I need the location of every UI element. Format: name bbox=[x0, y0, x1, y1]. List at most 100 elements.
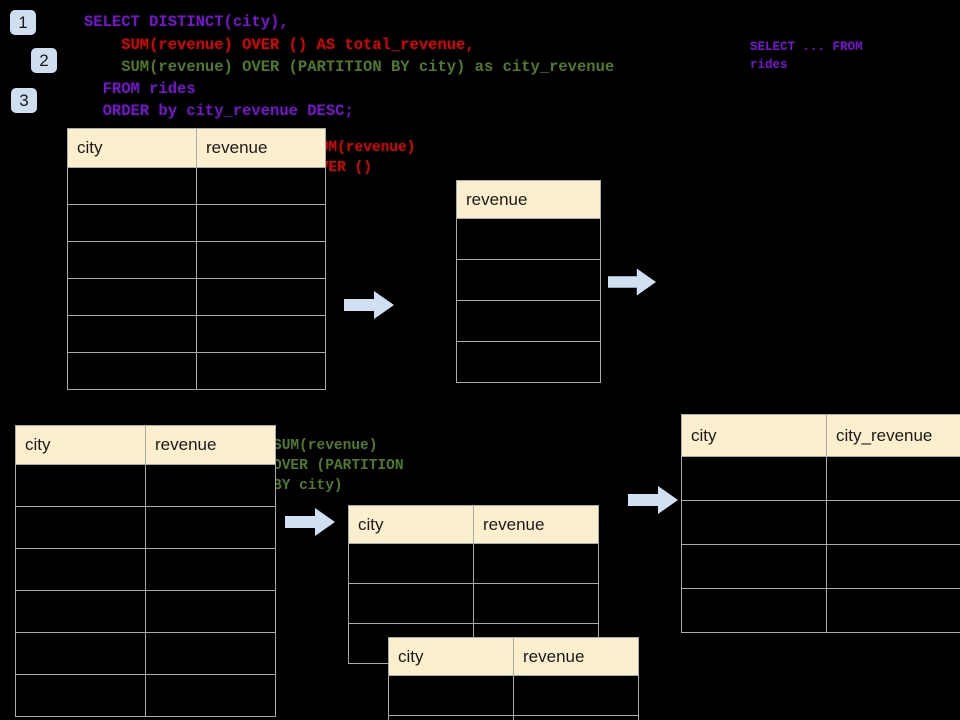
rides-source-table-partition: city revenue bbox=[15, 425, 276, 717]
cell-revenue bbox=[196, 241, 326, 279]
cell-city bbox=[67, 204, 197, 242]
cell-city bbox=[681, 500, 827, 545]
column-header-revenue: revenue bbox=[145, 425, 276, 465]
annotation-partition-by-city: SUM(revenue) OVER (PARTITION BY city) bbox=[273, 438, 404, 494]
cell-city bbox=[388, 675, 514, 716]
table-row bbox=[15, 464, 276, 507]
table-row bbox=[15, 590, 276, 633]
table-header-row: city revenue bbox=[67, 128, 326, 168]
cell-city bbox=[15, 590, 146, 633]
table-row bbox=[67, 204, 326, 242]
table-row bbox=[456, 259, 601, 301]
column-header-revenue: revenue bbox=[196, 128, 326, 168]
cell-city bbox=[67, 315, 197, 353]
cell-revenue bbox=[456, 300, 601, 342]
step-badge-1: 1 bbox=[10, 10, 36, 35]
rides-source-table: city revenue bbox=[67, 128, 326, 390]
arrow-source-to-partition bbox=[285, 508, 335, 536]
cell-city bbox=[348, 543, 474, 584]
table-header-row: city revenue bbox=[348, 505, 599, 544]
cell-revenue bbox=[145, 632, 276, 675]
partition-group-table-front: city revenue bbox=[388, 637, 639, 720]
table-header-row: city revenue bbox=[15, 425, 276, 465]
cell-city bbox=[681, 544, 827, 589]
arrow-source-to-total bbox=[344, 291, 394, 319]
cell-city bbox=[67, 167, 197, 205]
table-row bbox=[388, 715, 639, 720]
arrow-partition-to-result bbox=[628, 486, 678, 514]
cell-revenue bbox=[196, 315, 326, 353]
table-row bbox=[15, 674, 276, 717]
cell-revenue bbox=[196, 278, 326, 316]
cell-revenue bbox=[513, 715, 639, 720]
sql-line-city-revenue: SUM(revenue) OVER (PARTITION BY city) as… bbox=[84, 58, 615, 76]
total-revenue-table: revenue bbox=[456, 180, 601, 383]
table-row bbox=[681, 456, 960, 501]
cell-revenue bbox=[196, 167, 326, 205]
cell-city bbox=[15, 464, 146, 507]
cell-revenue bbox=[196, 352, 326, 390]
table-row bbox=[15, 548, 276, 591]
column-header-city: city bbox=[388, 637, 514, 676]
table-row bbox=[67, 167, 326, 205]
table-row bbox=[348, 543, 599, 584]
column-header-revenue: revenue bbox=[513, 637, 639, 676]
table-row bbox=[67, 352, 326, 390]
cell-revenue bbox=[145, 464, 276, 507]
cell-revenue bbox=[145, 674, 276, 717]
cell-revenue bbox=[456, 259, 601, 301]
cell-city-revenue bbox=[826, 456, 960, 501]
cell-revenue bbox=[145, 548, 276, 591]
sql-line-from: FROM rides bbox=[84, 80, 196, 98]
table-row bbox=[681, 500, 960, 545]
annotation-total-revenue: SUM(revenue) OVER () bbox=[311, 140, 416, 176]
cell-revenue bbox=[145, 506, 276, 549]
column-header-city: city bbox=[67, 128, 197, 168]
cell-revenue bbox=[473, 543, 599, 584]
cell-city-revenue bbox=[826, 544, 960, 589]
table-row bbox=[456, 300, 601, 342]
cell-city bbox=[67, 278, 197, 316]
step-badge-3: 3 bbox=[11, 88, 37, 113]
table-header-row: city city_revenue bbox=[681, 414, 960, 457]
table-row bbox=[67, 241, 326, 279]
cell-city bbox=[15, 548, 146, 591]
cell-city bbox=[15, 506, 146, 549]
cell-city-revenue bbox=[826, 588, 960, 633]
sql-line-select: SELECT DISTINCT(city), bbox=[84, 13, 289, 31]
table-row bbox=[67, 315, 326, 353]
column-header-city-revenue: city_revenue bbox=[826, 414, 960, 457]
table-row bbox=[15, 506, 276, 549]
table-row bbox=[456, 218, 601, 260]
arrow-total-to-result bbox=[608, 268, 656, 296]
table-row bbox=[681, 544, 960, 589]
column-header-city: city bbox=[348, 505, 474, 544]
cell-city bbox=[67, 352, 197, 390]
cell-revenue bbox=[513, 675, 639, 716]
table-header-row: revenue bbox=[456, 180, 601, 219]
table-row bbox=[388, 675, 639, 716]
cell-revenue bbox=[456, 341, 601, 383]
column-header-revenue: revenue bbox=[456, 180, 601, 219]
sql-line-order-by: ORDER by city_revenue DESC; bbox=[84, 102, 354, 120]
sql-line-total-revenue: SUM(revenue) OVER () AS total_revenue, bbox=[84, 36, 475, 54]
cell-city bbox=[388, 715, 514, 720]
column-header-city: city bbox=[15, 425, 146, 465]
cell-revenue bbox=[473, 583, 599, 624]
table-row bbox=[456, 341, 601, 383]
cell-city bbox=[681, 588, 827, 633]
cell-revenue bbox=[196, 204, 326, 242]
cell-city bbox=[15, 632, 146, 675]
table-header-row: city revenue bbox=[388, 637, 639, 676]
annotation-source-select: SELECT ... FROM rides bbox=[750, 40, 863, 72]
table-row bbox=[67, 278, 326, 316]
city-revenue-result-table: city city_revenue bbox=[681, 414, 960, 633]
cell-revenue bbox=[145, 590, 276, 633]
cell-revenue bbox=[456, 218, 601, 260]
cell-city-revenue bbox=[826, 500, 960, 545]
column-header-revenue: revenue bbox=[473, 505, 599, 544]
cell-city bbox=[681, 456, 827, 501]
table-row bbox=[681, 588, 960, 633]
step-badge-2: 2 bbox=[31, 48, 57, 73]
